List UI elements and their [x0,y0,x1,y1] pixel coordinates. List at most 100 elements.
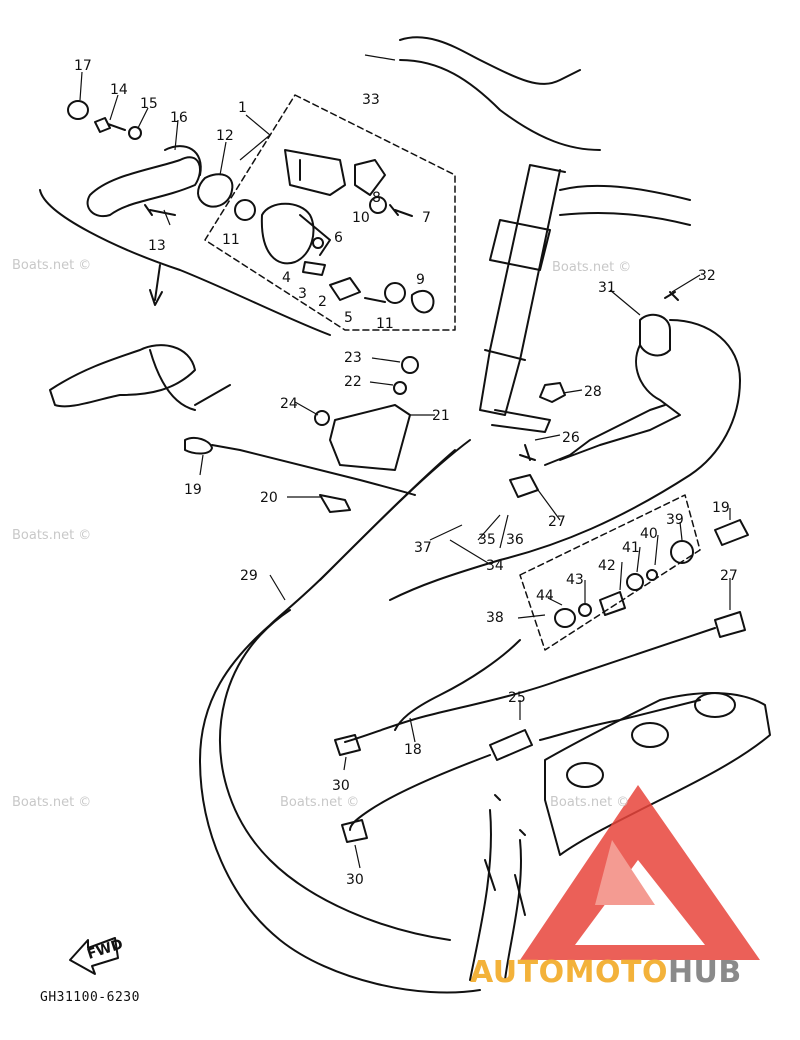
brand-part-1: AUTOMOTO [470,955,668,990]
callout-number: 19 [712,500,730,516]
collar-30b [341,819,368,843]
callout-number: 9 [416,272,425,288]
sleeve-27 [509,474,539,498]
callout-number: 4 [282,270,291,286]
callout-number: 37 [414,540,432,556]
callout-number: 14 [110,82,128,98]
cable-19 [184,437,416,496]
cable-18 [344,627,716,743]
callout-number: 30 [332,778,350,794]
callout-number: 43 [566,572,584,588]
clip-9 [410,289,435,314]
callout-number: 29 [240,568,258,584]
callout-number: 27 [548,514,566,530]
callout-number: 41 [622,540,640,556]
callout-number: 27 [720,568,738,584]
screw-7 [389,204,413,217]
callout-number: 31 [598,280,616,296]
assembly-box-1 [204,94,456,331]
handlebar-outline [399,36,691,226]
diagram-code: GH31100-6230 [40,990,140,1005]
assembly-box-38 [519,494,701,651]
cap-17 [67,100,89,120]
callout-number: 5 [344,310,353,326]
collar-30a [334,734,361,756]
clamp-31 [639,313,671,357]
callout-number: 33 [362,92,380,108]
callout-number: 6 [334,230,343,246]
brand-part-2: HUB [667,955,742,990]
bracket-21 [329,404,411,471]
bolt-14 [94,117,126,133]
watermark: Boats.net © [280,795,360,810]
clamp-20 [319,494,351,513]
switch-barrel [284,149,346,196]
sleeve-27b [714,611,746,638]
washer-15 [128,126,142,140]
sleeve-19b [714,519,749,546]
callout-number: 13 [148,238,166,254]
brand-wordmark: AUTOMOTOHUB [470,955,742,990]
fwd-arrow: FWD [69,936,125,975]
cable-29 [199,439,481,994]
callout-number: 32 [698,268,716,284]
callout-number: 35 [478,532,496,548]
automotohub-logo-mark [520,785,760,960]
callout-number: 11 [222,232,240,248]
callout-number: 20 [260,490,278,506]
callout-number: 40 [640,526,658,542]
callout-number: 34 [486,558,504,574]
callout-number: 11 [376,316,394,332]
callout-number: 1 [238,100,247,116]
callout-number: 19 [184,482,202,498]
callout-number: 28 [584,384,602,400]
switch-housing [260,202,331,265]
callout-number: 36 [506,532,524,548]
bolt-26 [519,444,536,461]
washer-11 [384,282,406,304]
gasket-12 [197,173,234,208]
watermark: Boats.net © [12,795,92,810]
callout-number: 2 [318,294,327,310]
callout-number: 26 [562,430,580,446]
callout-number: 21 [432,408,450,424]
brake-lever [49,344,196,408]
callout-number: 16 [170,110,188,126]
callout-number: 22 [344,374,362,390]
callout-number: 39 [666,512,684,528]
callout-number: 8 [372,190,381,206]
callout-number: 17 [74,58,92,74]
callout-number: 44 [536,588,554,604]
callout-number: 7 [422,210,431,226]
cable-31 [389,319,741,601]
throttle-lever [86,156,201,218]
screw-13 [144,204,176,216]
callout-number: 25 [508,690,526,706]
callout-number: 15 [140,96,158,112]
callout-number: 24 [280,396,298,412]
callout-number: 3 [298,286,307,302]
washer-8 [369,196,387,214]
watermark: Boats.net © [12,258,92,273]
callout-number: 38 [486,610,504,626]
callout-number: 12 [216,128,234,144]
cable-25 [394,639,521,731]
nut-23 [401,356,419,374]
nut-24 [314,410,330,426]
callout-number: 10 [352,210,370,226]
callout-number: 42 [598,558,616,574]
watermark: Boats.net © [12,528,92,543]
screw-32 [664,291,679,301]
callout-number: 18 [404,742,422,758]
washer-22 [393,381,407,395]
nut-28 [539,382,566,403]
watermark: Boats.net © [552,260,632,275]
callout-number: 23 [344,350,362,366]
callout-number: 30 [346,872,364,888]
steering-column [479,164,566,416]
watermark: Boats.net © [550,795,630,810]
leader-lines [79,54,731,869]
adjuster-25 [489,729,533,761]
